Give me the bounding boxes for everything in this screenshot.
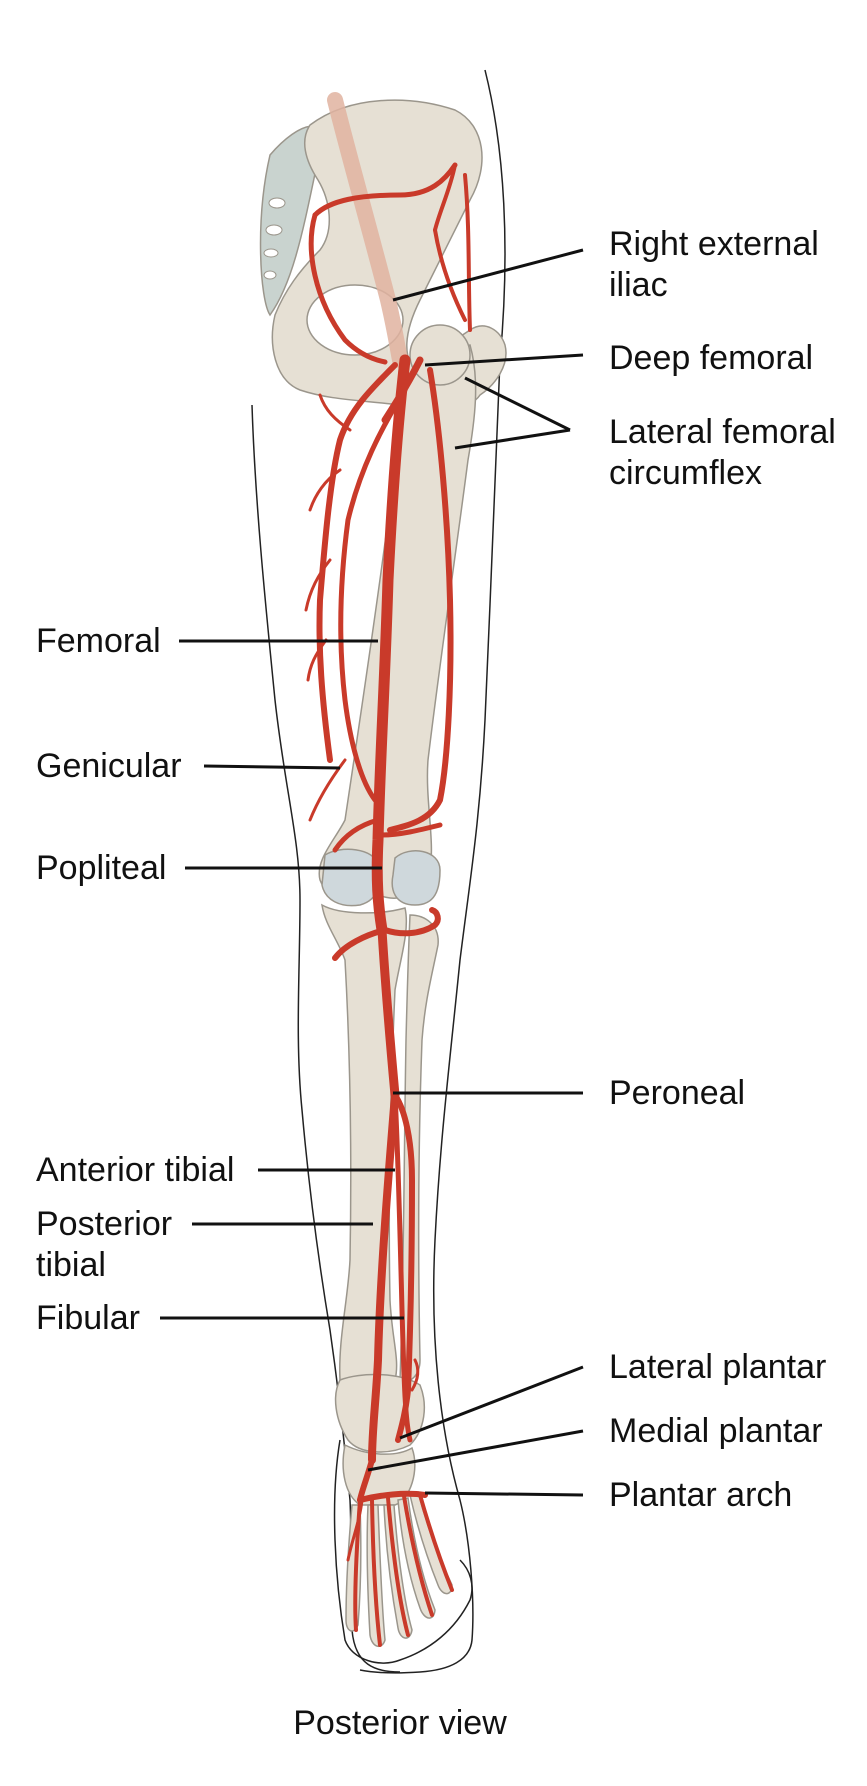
fibula (399, 914, 439, 1382)
leader-medial-plantar (367, 1429, 584, 1472)
leader-lateral-femoral-circumflex-2 (454, 428, 571, 450)
label-popliteal: Popliteal (36, 849, 167, 887)
obturator-foramen (306, 284, 404, 356)
leader-lateral-plantar (399, 1365, 584, 1440)
label-right-external-iliac: Right external iliac (609, 225, 819, 304)
leader-plantar-arch (424, 1491, 584, 1497)
label-lateral-femoral-circumflex: Lateral femoral circumflex (609, 413, 836, 492)
external-iliac-shadow (327, 92, 408, 368)
label-femoral: Femoral (36, 622, 161, 660)
foot-bones (334, 1373, 453, 1647)
label-peroneal: Peroneal (609, 1074, 746, 1112)
label-medial-plantar: Medial plantar (609, 1412, 823, 1450)
arteries (304, 162, 472, 1647)
leader-right-external-iliac (392, 248, 584, 302)
leader-lateral-femoral-circumflex-1 (464, 376, 571, 432)
leader-lines (160, 248, 584, 1497)
label-genicular: Genicular (36, 747, 182, 785)
knee-cartilage-lateral (391, 850, 441, 906)
label-fibular: Fibular (36, 1299, 140, 1337)
foot-outline (333, 1439, 473, 1664)
leader-deep-femoral (424, 353, 584, 367)
knee-cartilage-medial (321, 848, 381, 907)
label-plantar-arch: Plantar arch (609, 1476, 793, 1514)
femoral-head (409, 324, 471, 386)
sacral-foramina (263, 197, 286, 280)
label-posterior-tibial: Posterior tibial (36, 1205, 173, 1284)
label-anterior-tibial: Anterior tibial (36, 1151, 235, 1189)
label-lateral-plantar: Lateral plantar (609, 1348, 827, 1386)
label-deep-femoral: Deep femoral (609, 339, 814, 377)
leader-genicular (203, 764, 341, 770)
diagram-caption: Posterior view (293, 1704, 507, 1742)
